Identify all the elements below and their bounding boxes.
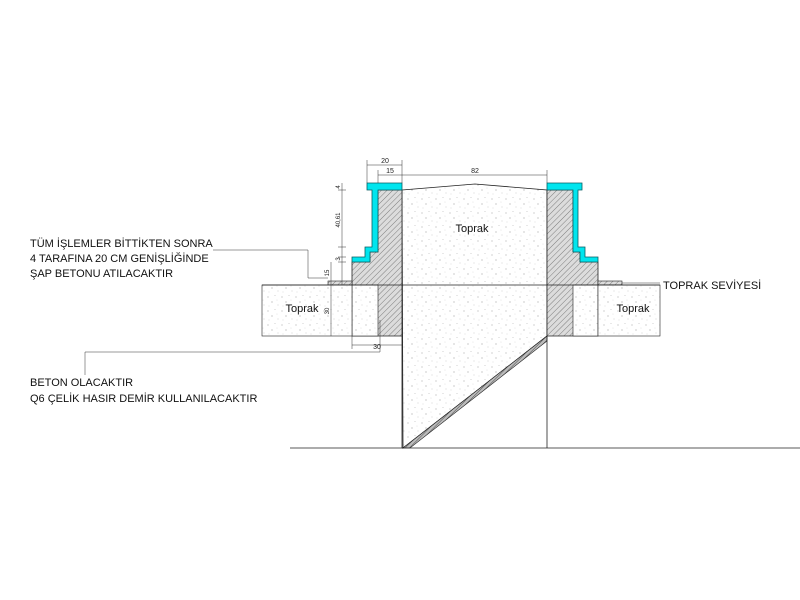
left-footing bbox=[351, 284, 379, 337]
right-footing bbox=[572, 284, 599, 337]
screed-note-line-2: 4 TARAFINA 20 CM GENİŞLİĞİNDE bbox=[30, 252, 209, 265]
dim-text-cap-height: 4 bbox=[336, 185, 342, 189]
dim-text-wall-top-inner: 15 bbox=[386, 168, 394, 175]
left-earth-block bbox=[261, 284, 353, 337]
right-earth-label: Toprak bbox=[616, 303, 650, 315]
right-waterproof-coating bbox=[546, 182, 599, 263]
dim-text-footing-height: 30 bbox=[325, 307, 331, 314]
concrete-leader-line bbox=[84, 320, 381, 375]
dim-text-inner-span: 82 bbox=[471, 168, 479, 175]
concrete-note-line-2: Q6 ÇELİK HASIR DEMİR KULLANILACAKTIR bbox=[30, 392, 257, 405]
screed-note-line-3: ŞAP BETONU ATILACAKTIR bbox=[30, 268, 173, 280]
screed-note-line-1: TÜM İŞLEMLER BİTTİKTEN SONRA bbox=[30, 237, 213, 250]
dim-text-step-height: 3 bbox=[336, 257, 342, 261]
screed-leader-line bbox=[213, 249, 328, 279]
center-earth-label: Toprak bbox=[455, 223, 489, 235]
right-earth-block bbox=[597, 284, 661, 337]
dim-text-wall-top-total: 20 bbox=[381, 158, 389, 165]
dim-text-lower-step-height: 15 bbox=[325, 269, 331, 276]
left-earth-label: Toprak bbox=[285, 303, 319, 315]
dim-text-upper-wall-height: 40,61 bbox=[336, 212, 342, 228]
ground-level-note: TOPRAK SEVİYESİ bbox=[663, 279, 761, 292]
dim-text-footing-width: 30 bbox=[373, 344, 381, 351]
left-waterproof-coating bbox=[351, 182, 403, 263]
right-screed-slab bbox=[597, 280, 623, 286]
concrete-note-line-1: BETON OLACAKTIR bbox=[30, 377, 133, 389]
left-screed-slab bbox=[327, 280, 353, 286]
